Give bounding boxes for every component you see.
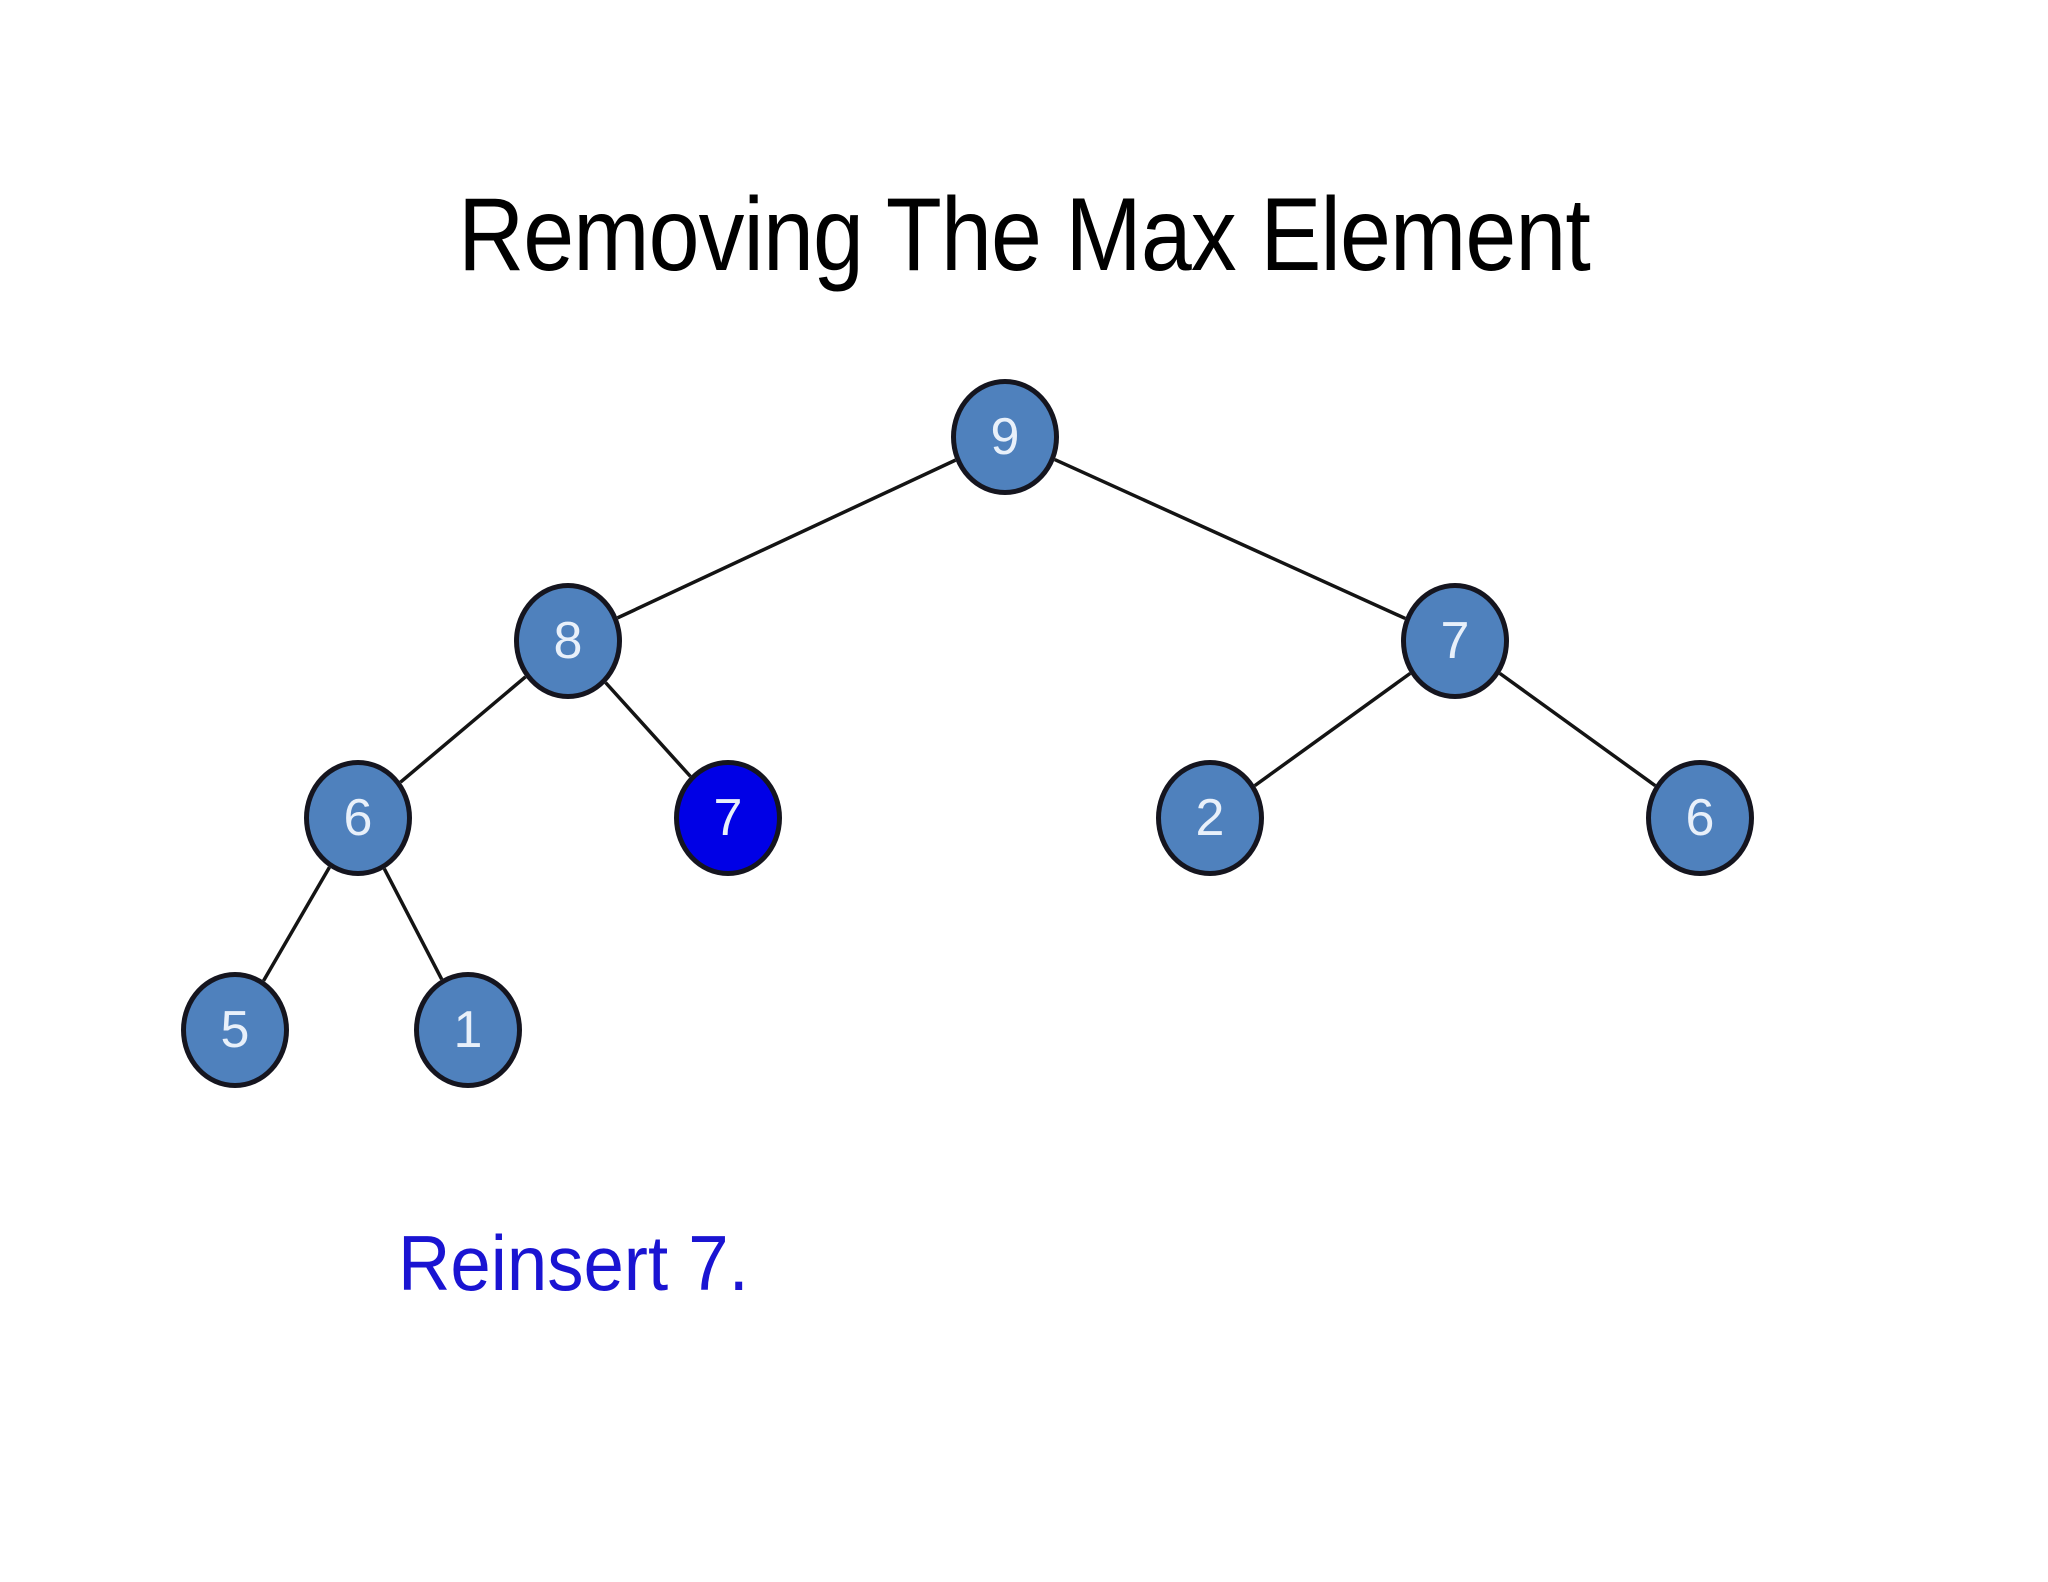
tree-node-label: 6 [1685,789,1715,847]
tree-edge [399,675,527,784]
tree-node-label: 8 [553,612,583,670]
tree-node-1[interactable]: 1 [414,972,522,1088]
tree-node-label: 2 [1195,789,1225,847]
tree-node-label: 7 [1440,612,1470,670]
tree-node-label: 5 [220,1001,250,1059]
tree-node-9[interactable]: 9 [951,379,1059,495]
tree-edge [382,867,444,981]
tree-node-6[interactable]: 6 [1646,760,1754,876]
tree-edge [1498,671,1657,788]
tree-edge [1054,457,1406,621]
tree-node-2[interactable]: 2 [1156,760,1264,876]
page-title: Removing The Max Element [458,177,1591,293]
tree-edge [616,458,957,620]
tree-node-6[interactable]: 6 [304,760,412,876]
tree-node-label: 9 [990,408,1020,466]
tree-node-7-highlighted[interactable]: 7 [674,760,782,876]
tree-node-7[interactable]: 7 [1401,583,1509,699]
edge-group [262,457,1657,982]
tree-edge [1253,671,1412,788]
caption-reinsert: Reinsert 7. [398,1219,749,1307]
tree-node-label: 7 [713,789,743,847]
tree-node-8[interactable]: 8 [514,583,622,699]
tree-node-label: 1 [453,1001,483,1059]
tree-node-label: 6 [343,789,373,847]
tree-edge [262,866,331,982]
tree-edge [604,681,692,778]
tree-node-5[interactable]: 5 [181,972,289,1088]
